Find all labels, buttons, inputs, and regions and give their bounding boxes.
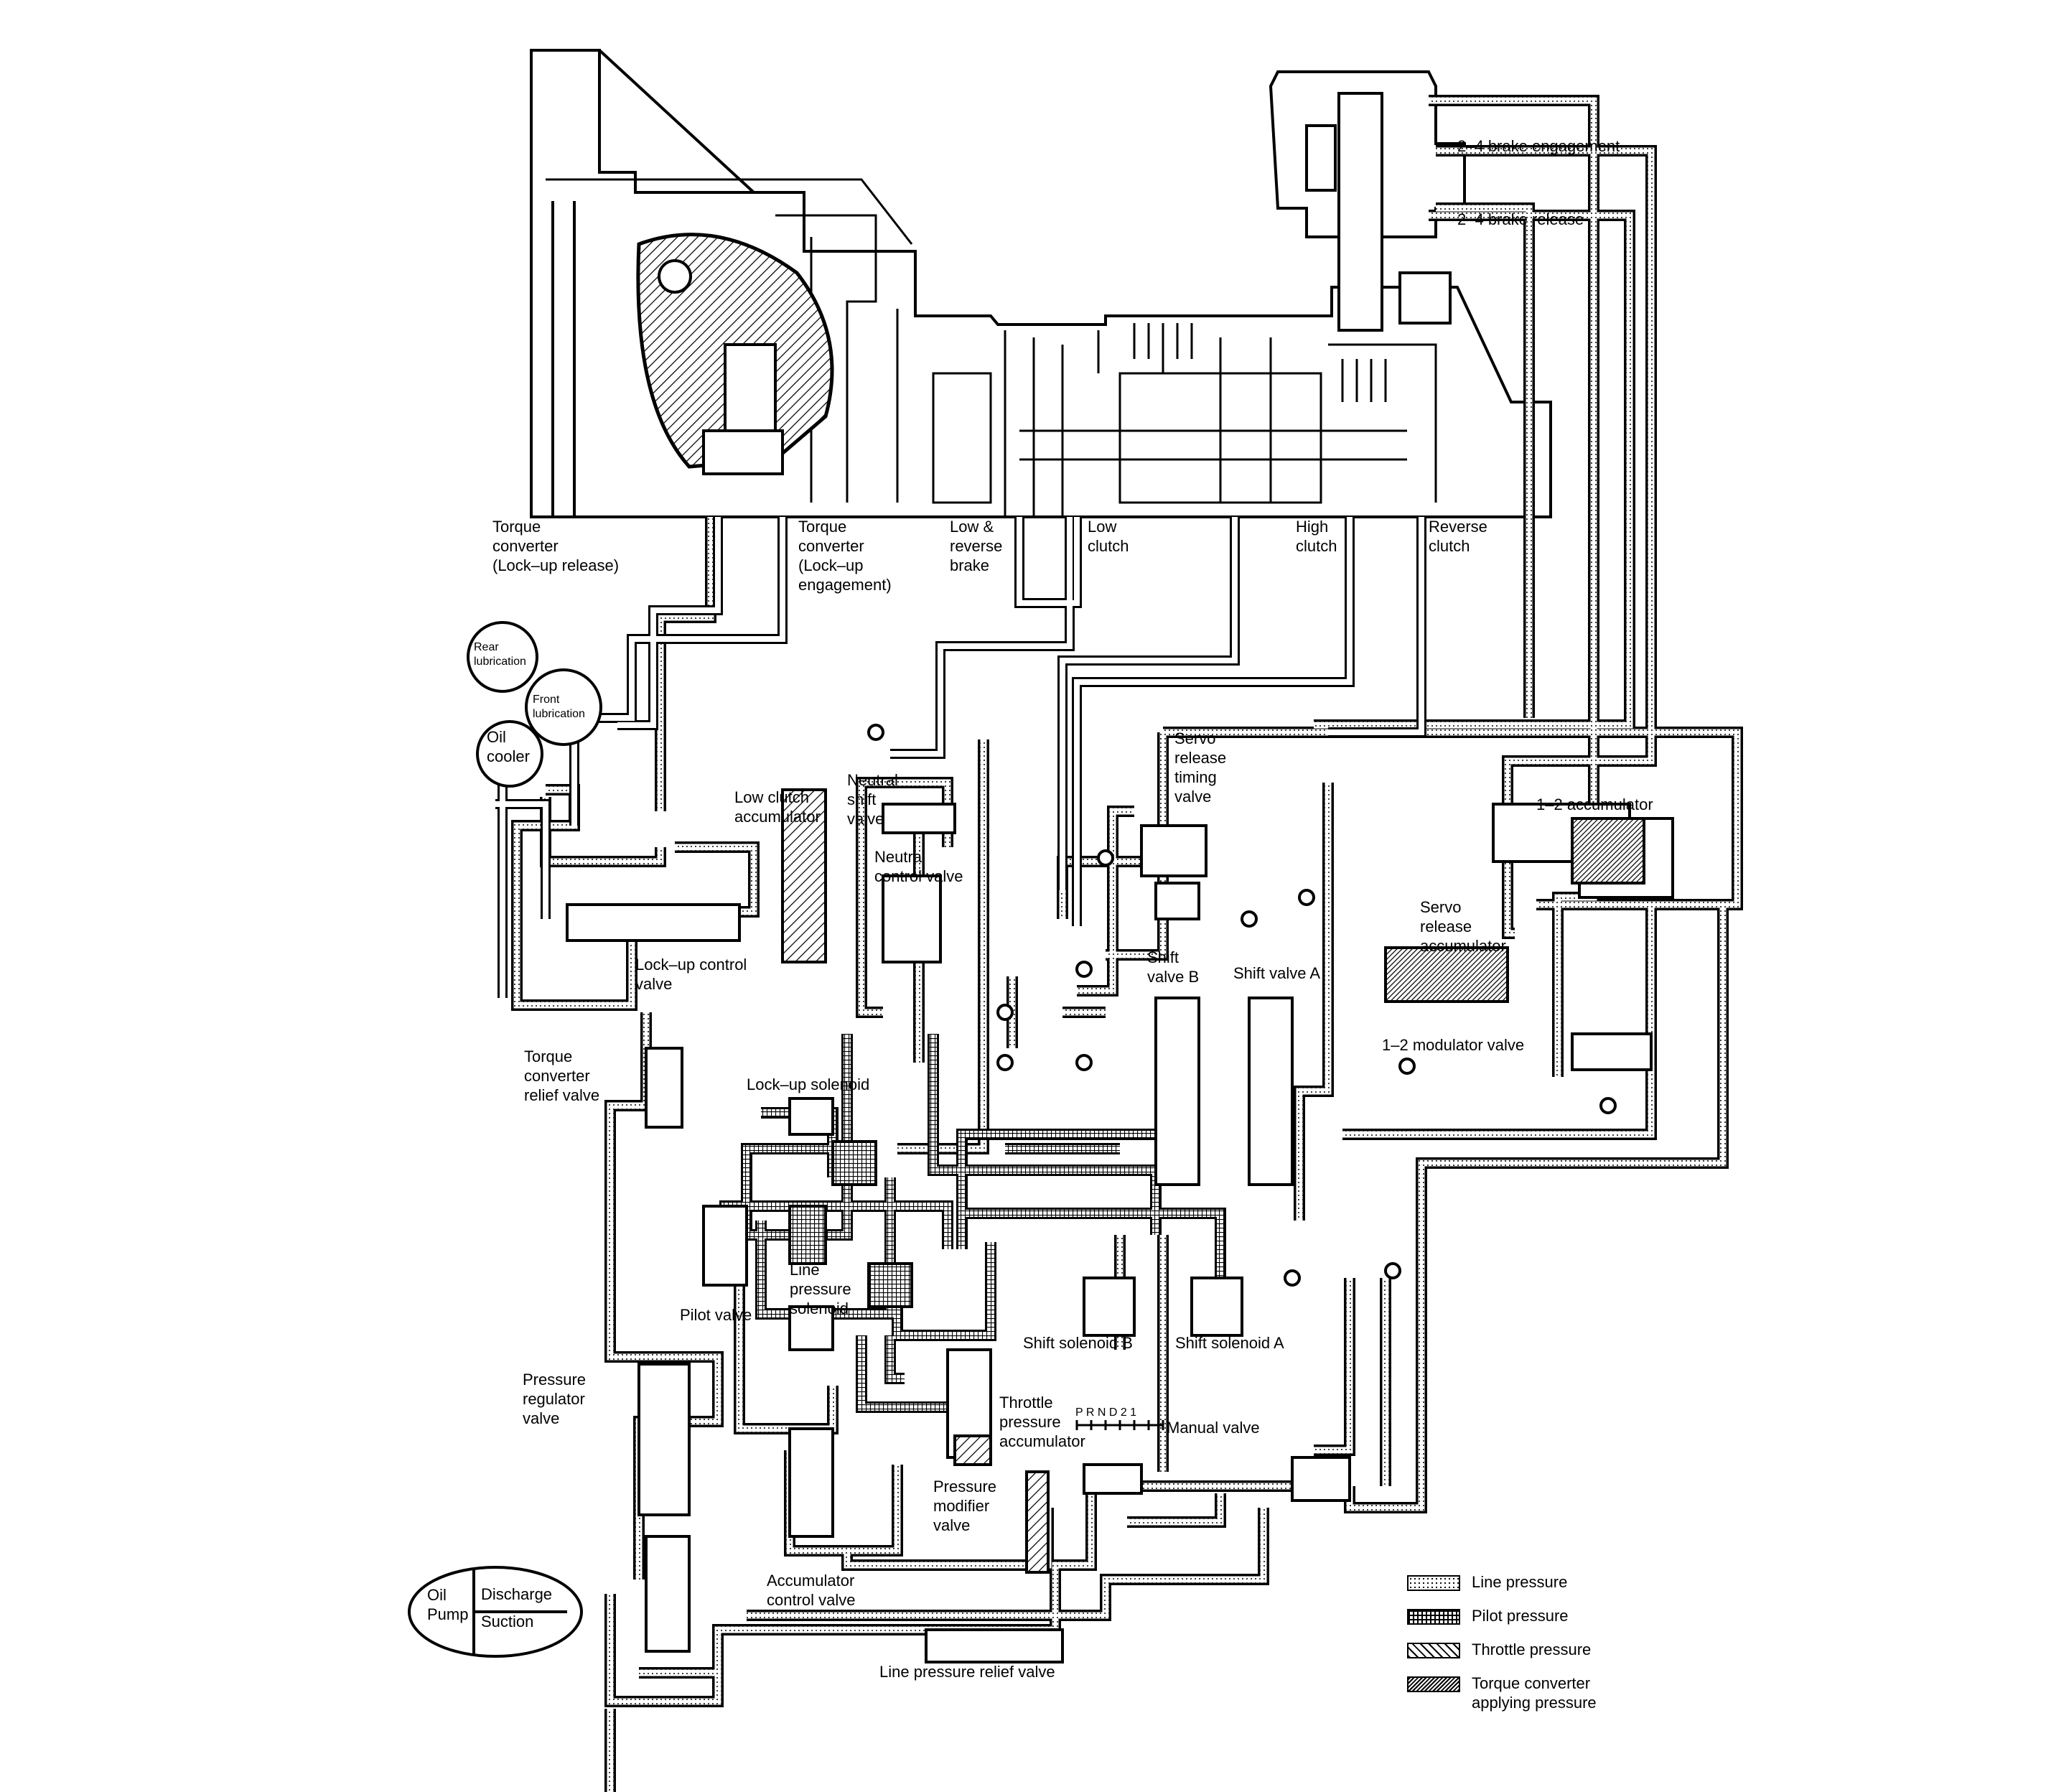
label-throttle-pressure-accumulator: Throttle pressure accumulator [999,1394,1085,1450]
legend-swatch-line-pressure [1407,1575,1460,1591]
label-front-lubrication: Front lubrication [533,694,585,720]
label-oil-pump: Oil Pump [427,1586,469,1623]
band-servo [1269,70,1466,332]
label-pilot-valve: Pilot valve [680,1306,752,1324]
label-torque-converter-relief-valve: Torque converter relief valve [524,1047,600,1104]
legend-item: Pilot pressure [1407,1606,1622,1632]
label-neutral-shift-valve: Neutral shift valve [847,771,898,828]
label-lock-up-control-valve: Lock–up control valve [635,956,747,993]
manual-valve-scale [1075,1420,1164,1430]
legend: Line pressure Pilot pressure Throttle pr… [1407,1572,1622,1716]
label-low-reverse-brake: Low & reverse brake [950,518,1003,574]
label-torque-converter-release: Torque converter (Lock–up release) [492,518,620,574]
label-low-clutch-accumulator: Low clutch accumulator [734,788,821,826]
valve-bodies [566,803,1674,1663]
label-high-clutch: High clutch [1296,518,1337,555]
legend-swatch-throttle-pressure [1407,1643,1460,1658]
label-prndl: P R N D 2 1 [1075,1406,1137,1419]
label-line-pressure-solenoid: Line pressure solenoid [790,1261,851,1317]
line-pressure-passages [511,95,1743,1792]
label-rear-lubrication: Rear lubrication [474,641,526,668]
solenoids [788,1097,1243,1351]
legend-swatch-torque-converter-pressure [1407,1676,1460,1692]
legend-item: Line pressure [1407,1572,1622,1598]
label-lock-up-solenoid: Lock–up solenoid [747,1075,870,1093]
legend-swatch-pilot-pressure [1407,1609,1460,1625]
label-brake-engagement: 2–4 brake engagement [1457,137,1620,155]
label-line-pressure-relief-valve: Line pressure relief valve [879,1663,1055,1681]
legend-label: Pilot pressure [1472,1607,1569,1625]
label-brake-release: 2–4 brake release [1457,210,1584,228]
label-1-2-modulator-valve: 1–2 modulator valve [1382,1036,1525,1054]
label-shift-valve-b: Shift valve B [1147,948,1200,986]
label-low-clutch: Low clutch [1088,518,1129,555]
label-neutral-control-valve: Neutral control valve [874,848,963,885]
lubrication-circles [467,621,602,788]
label-pressure-modifier-valve: Pressure modifier valve [933,1478,997,1534]
label-discharge: Discharge [481,1585,553,1603]
label-accumulator-control-valve: Accumulator control valve [767,1572,856,1609]
label-1-2-accumulator: 1–2 accumulator [1536,795,1653,813]
label-servo-release-accumulator: Servo release accumulator [1420,898,1506,955]
label-pressure-regulator-valve: Pressure regulator valve [523,1371,587,1427]
label-suction: Suction [481,1613,534,1630]
label-shift-solenoid-b: Shift solenoid B [1023,1334,1133,1352]
oil-pump [408,1566,583,1658]
label-servo-release-timing-valve: Servo release timing valve [1174,729,1227,806]
torque-converter [636,233,834,475]
legend-label: Line pressure [1472,1573,1568,1591]
label-oil-cooler: Oil cooler [487,728,530,765]
legend-item: Throttle pressure [1407,1640,1622,1666]
accumulators [781,788,1645,1574]
label-shift-valve-a: Shift valve A [1233,964,1321,982]
check-balls [867,724,1617,1287]
label-reverse-clutch: Reverse clutch [1429,518,1487,555]
label-manual-valve: Manual valve [1167,1419,1260,1437]
legend-label: Torque converter applying pressure [1472,1674,1597,1712]
label-shift-solenoid-a: Shift solenoid A [1175,1334,1284,1352]
legend-label: Throttle pressure [1472,1641,1592,1658]
legend-item: Torque converter applying pressure [1407,1674,1622,1717]
transmission-case [530,49,1552,518]
label-torque-converter-engagement: Torque converter (Lock–up engagement) [798,518,892,594]
